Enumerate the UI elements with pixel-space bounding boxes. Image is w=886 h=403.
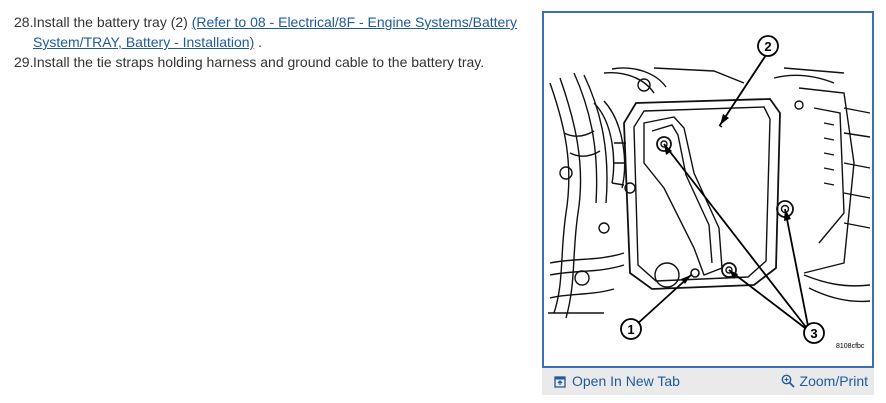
open-in-new-tab-link[interactable]: Open In New Tab bbox=[554, 373, 680, 389]
figure-footer: Open In New Tab Zoom/Print bbox=[542, 368, 874, 395]
open-in-new-tab-label: Open In New Tab bbox=[572, 373, 680, 389]
figure-frame[interactable]: 2 1 3 8108cfbc bbox=[542, 11, 874, 368]
step-number: 28. bbox=[14, 14, 34, 30]
zoom-print-link[interactable]: Zoom/Print bbox=[781, 373, 868, 389]
battery-tray-illustration: 2 1 3 8108cfbc bbox=[548, 35, 871, 350]
callout-2-label: 2 bbox=[764, 39, 771, 54]
step-29: 29. Install the tie straps holding harne… bbox=[14, 52, 534, 72]
callout-1-circle bbox=[620, 318, 642, 340]
step-text-end: . bbox=[258, 34, 263, 50]
callout-1-label: 1 bbox=[627, 322, 634, 337]
procedure-steps: 28. Install the battery tray (2) (Refer … bbox=[14, 12, 534, 72]
callout-3-label: 3 bbox=[810, 326, 817, 341]
magnifier-icon bbox=[781, 374, 795, 388]
step-28: 28. Install the battery tray (2) (Refer … bbox=[14, 12, 534, 52]
step-number: 29. bbox=[14, 54, 34, 70]
step-text: Install the battery tray (2) bbox=[33, 14, 192, 30]
step-text: Install the tie straps holding harness a… bbox=[33, 54, 485, 70]
open-new-tab-icon bbox=[554, 376, 566, 388]
refer-to-link[interactable]: (Refer to 08 - Electrical/8F - Engine Sy… bbox=[33, 14, 517, 50]
zoom-print-label: Zoom/Print bbox=[799, 373, 868, 389]
callout-3-circle bbox=[803, 322, 825, 344]
figure-id-label: 8108cfbc bbox=[836, 343, 865, 350]
callout-2-circle bbox=[757, 35, 779, 57]
